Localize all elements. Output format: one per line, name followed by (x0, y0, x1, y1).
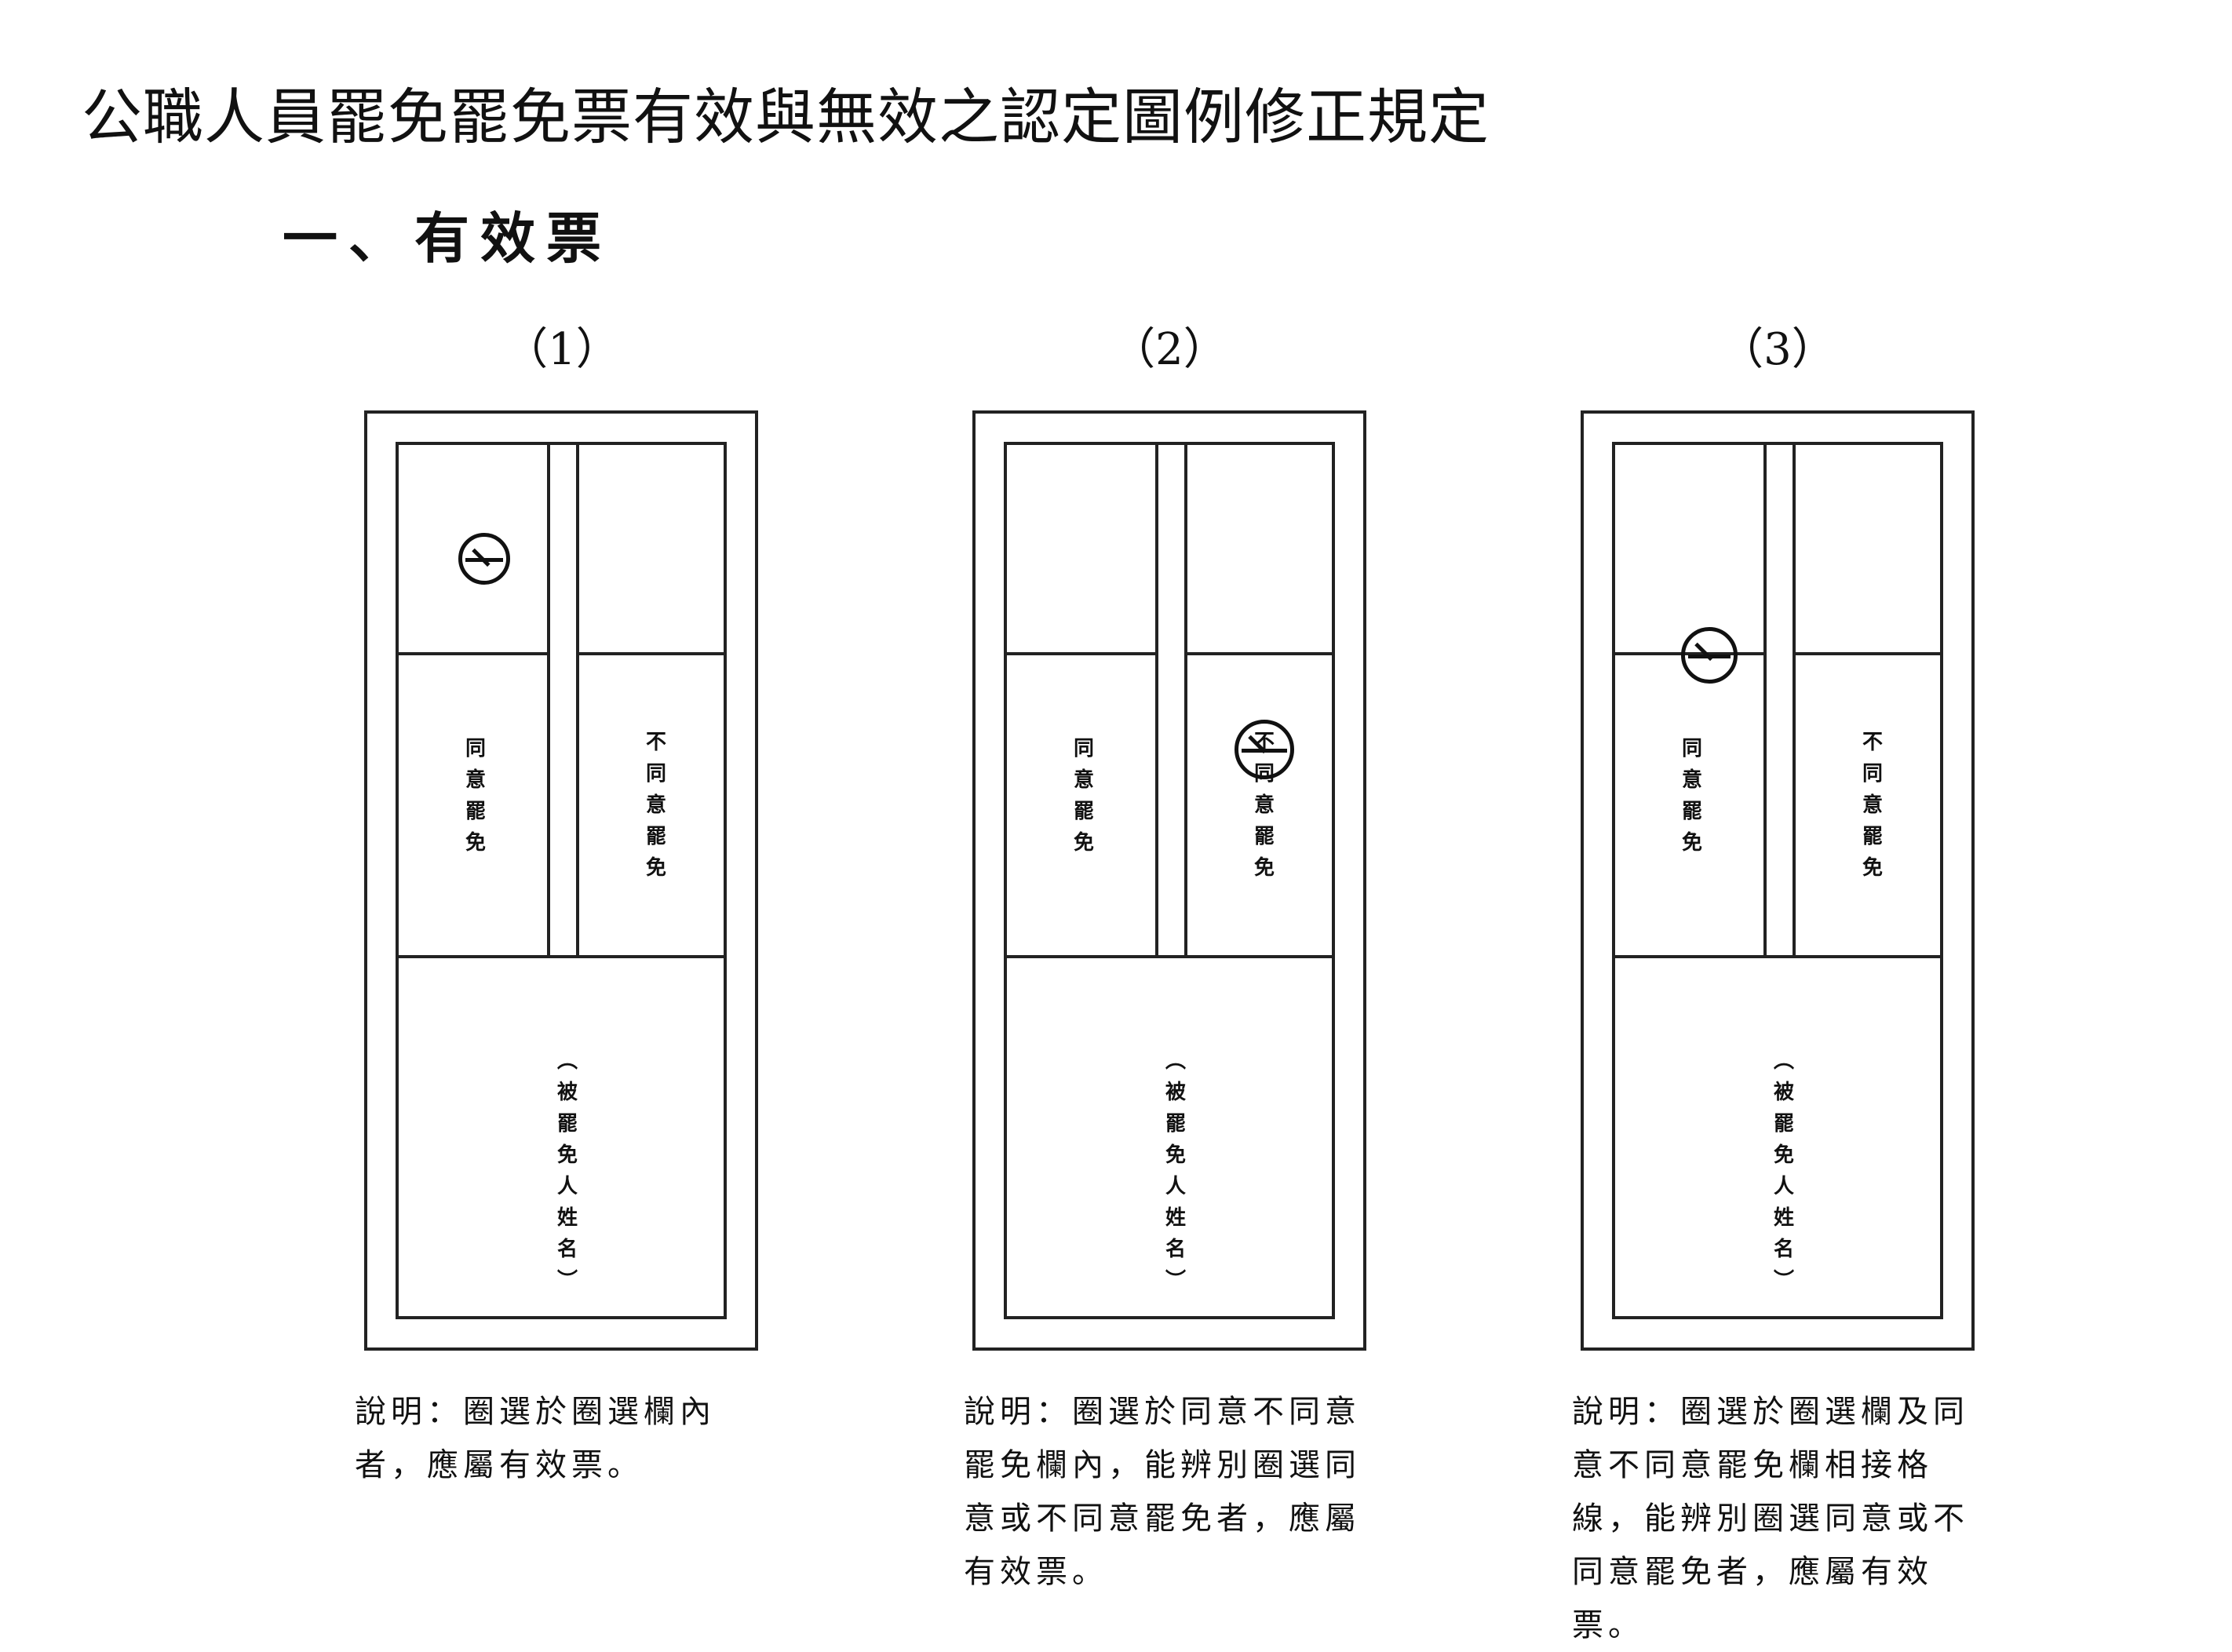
agree-label: 同意罷免 (1070, 737, 1094, 862)
vote-stamp-icon (458, 533, 510, 585)
vote-stamp-icon (1681, 627, 1738, 684)
candidate-name-label: （被罷免人姓名） (553, 1049, 578, 1300)
ballot-example-1: 同意罷免 不同意罷免 （被罷免人姓名） (364, 410, 758, 1351)
description-line: 說明：圈選於圈選欄內 (355, 1394, 716, 1430)
description-line: 者，應屬有效票。 (355, 1447, 644, 1483)
example-3-label: （3） (1720, 324, 1836, 375)
candidate-name-label: （被罷免人姓名） (1770, 1049, 1794, 1300)
example-2-description: 說明：圈選於同意不同意 罷免欄內，能辨別圈選同 意或不同意罷免者，應屬 有效票。 (964, 1385, 1361, 1599)
description-line: 票。 (1572, 1607, 1644, 1643)
ballot-inner-frame: 同意罷免 不同意罷免 （被罷免人姓名） (1612, 442, 1943, 1319)
description-line: 罷免欄內，能辨別圈選同 (964, 1447, 1361, 1483)
ballot-example-2: 同意罷免 不同意罷免 （被罷免人姓名） (972, 410, 1366, 1351)
example-3-description: 說明：圈選於圈選欄及同 意不同意罷免欄相接格 線，能辨別圈選同意或不 同意罷免者… (1572, 1385, 1969, 1652)
ballot-example-3: 同意罷免 不同意罷免 （被罷免人姓名） (1581, 410, 1975, 1351)
agree-label: 同意罷免 (1678, 737, 1702, 862)
description-line: 意或不同意罷免者，應屬 (964, 1501, 1361, 1537)
example-1-description: 說明：圈選於圈選欄內 者，應屬有效票。 (355, 1385, 716, 1492)
ballot-inner-frame: 同意罷免 不同意罷免 （被罷免人姓名） (396, 442, 727, 1319)
description-line: 說明：圈選於同意不同意 (964, 1394, 1361, 1430)
section-heading: 一、有效票 (283, 206, 612, 271)
agree-label: 同意罷免 (461, 737, 486, 862)
disagree-label: 不同意罷免 (1250, 731, 1275, 888)
disagree-label: 不同意罷免 (1858, 731, 1883, 888)
vote-stamp-icon (1235, 720, 1294, 779)
page-title: 公職人員罷免罷免票有效與無效之認定圖例修正規定 (82, 83, 1490, 153)
example-2-label: （2） (1111, 324, 1227, 375)
description-line: 有效票。 (964, 1554, 1108, 1590)
example-1-label: （1） (504, 324, 620, 375)
disagree-label: 不同意罷免 (642, 731, 666, 888)
description-line: 線，能辨別圈選同意或不 (1572, 1501, 1969, 1537)
description-line: 同意罷免者，應屬有效 (1572, 1554, 1933, 1590)
description-line: 意不同意罷免欄相接格 (1572, 1447, 1933, 1483)
ballot-inner-frame: 同意罷免 不同意罷免 （被罷免人姓名） (1004, 442, 1335, 1319)
description-line: 說明：圈選於圈選欄及同 (1572, 1394, 1969, 1430)
candidate-name-label: （被罷免人姓名） (1162, 1049, 1186, 1300)
